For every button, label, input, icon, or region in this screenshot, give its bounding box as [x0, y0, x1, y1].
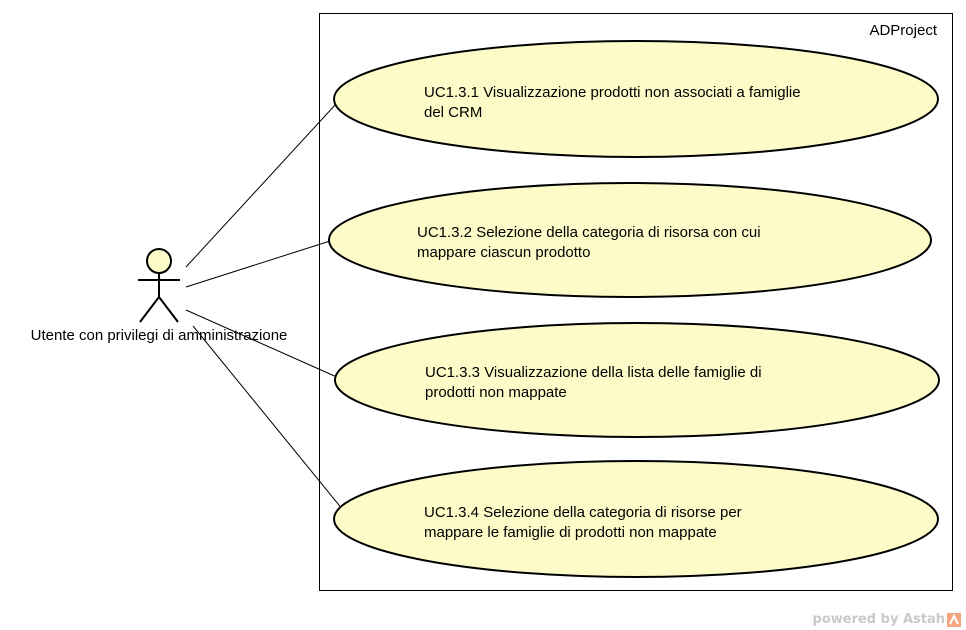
- use-case-uc1[interactable]: UC1.3.1 Visualizzazione prodotti non ass…: [333, 40, 939, 158]
- watermark-text: powered by Astah: [812, 612, 945, 627]
- use-case-uc4-label-line2: mappare le famiglie di prodotti non mapp…: [424, 524, 717, 541]
- association-uc1: [185, 103, 337, 268]
- use-case-uc2-label-line1: UC1.3.2 Selezione della categoria di ris…: [417, 224, 761, 241]
- association-uc2: [185, 240, 331, 288]
- use-case-uc3[interactable]: UC1.3.3 Visualizzazione della lista dell…: [334, 322, 940, 438]
- actor-head: [146, 248, 172, 274]
- actor[interactable]: Utente con privilegi di amministrazione: [31, 248, 288, 344]
- use-case-uc1-label-line1: UC1.3.1 Visualizzazione prodotti non ass…: [424, 84, 801, 101]
- use-case-uc4-shape: [333, 460, 939, 578]
- actor-left-leg: [139, 296, 160, 323]
- use-case-uc2-shape: [328, 182, 932, 298]
- association-uc4: [192, 325, 344, 511]
- use-case-uc1-shape: [333, 40, 939, 158]
- actor-right-leg: [158, 296, 179, 323]
- use-case-uc3-label-line1: UC1.3.3 Visualizzazione della lista dell…: [425, 364, 762, 381]
- astah-watermark: powered by Astah: [813, 612, 961, 627]
- use-case-uc4[interactable]: UC1.3.4 Selezione della categoria di ris…: [333, 460, 939, 578]
- use-case-uc2-label-line2: mappare ciascun prodotto: [417, 244, 590, 261]
- use-case-uc3-shape: [334, 322, 940, 438]
- use-case-uc3-label-line2: prodotti non mappate: [425, 384, 567, 401]
- astah-logo-icon: [947, 612, 961, 627]
- actor-label: Utente con privilegi di amministrazione: [31, 327, 288, 344]
- use-case-uc2[interactable]: UC1.3.2 Selezione della categoria di ris…: [328, 182, 932, 298]
- use-case-uc1-label-line2: del CRM: [424, 104, 482, 121]
- association-uc3: [185, 309, 340, 379]
- use-case-uc4-label-line1: UC1.3.4 Selezione della categoria di ris…: [424, 504, 742, 521]
- system-title: ADProject: [869, 22, 937, 39]
